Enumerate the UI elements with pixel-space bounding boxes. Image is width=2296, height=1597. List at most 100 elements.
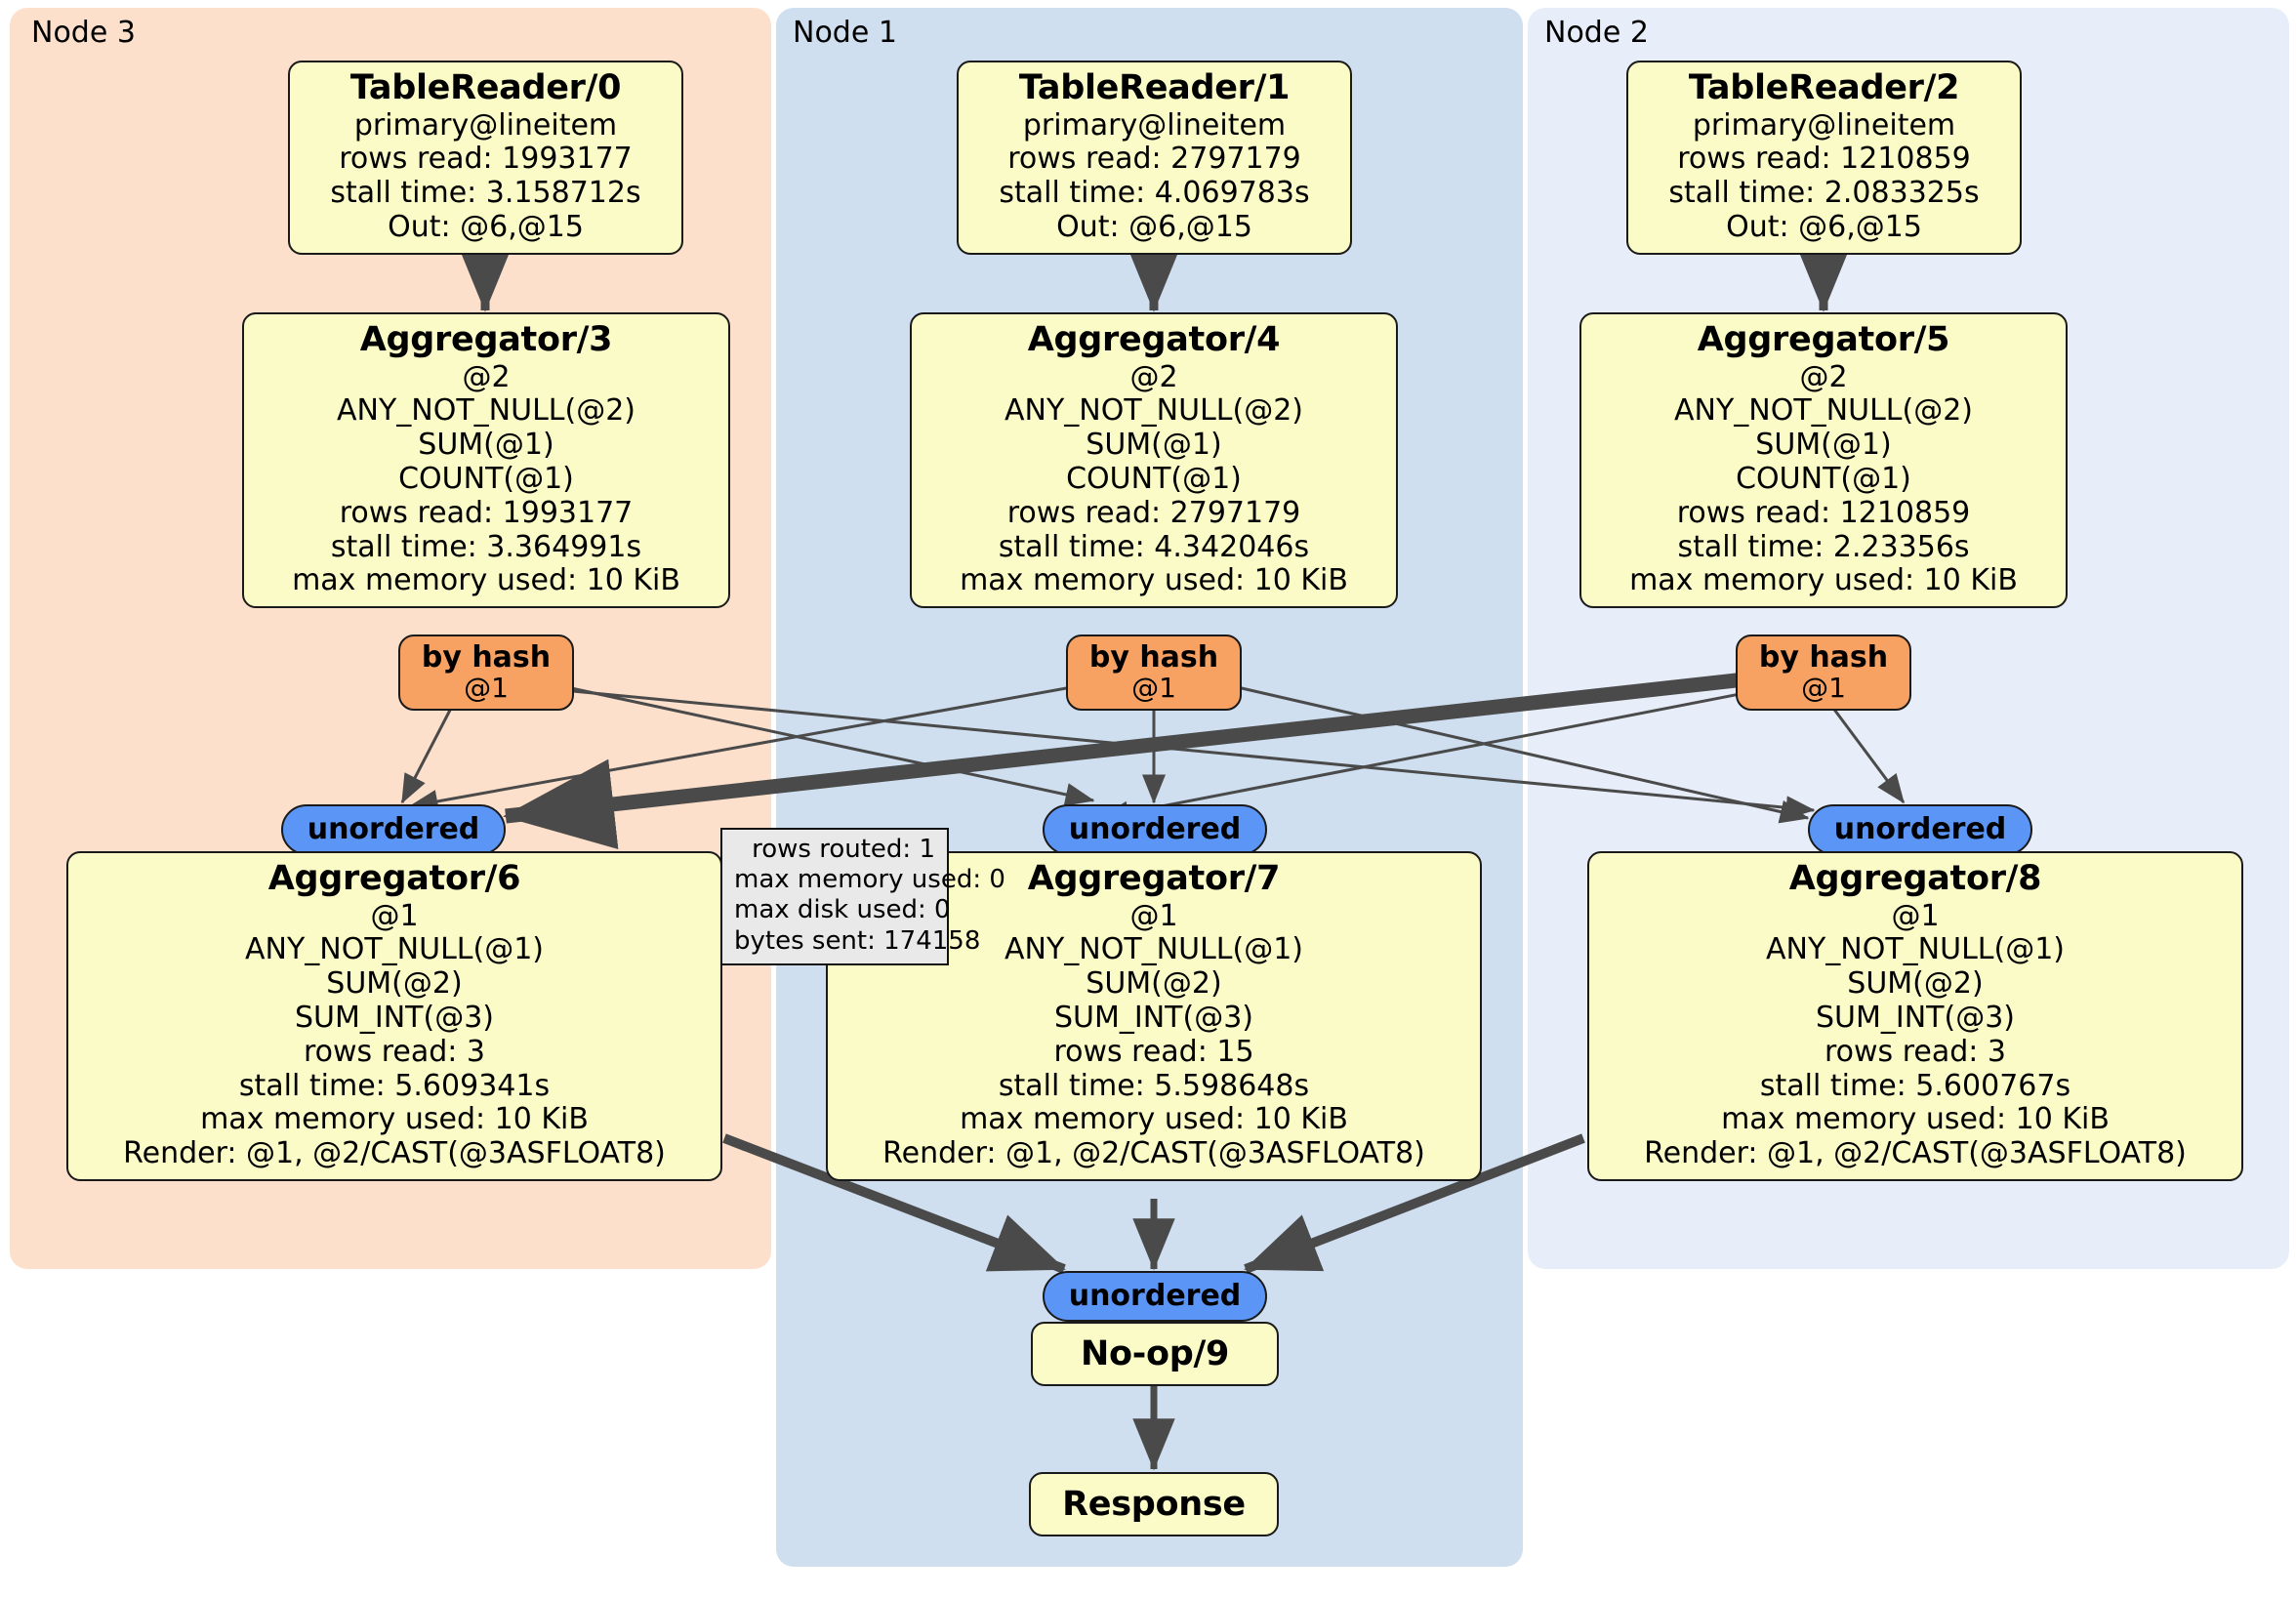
processor-detail: SUM_INT(@3) [1054,1000,1253,1035]
processor-detail: max memory used: 10 KiB [292,563,680,598]
processor-noop-9[interactable]: No-op/9 [1031,1322,1279,1386]
processor-detail: SUM(@2) [326,966,463,1002]
processor-detail: stall time: 3.158712s [330,176,641,211]
processor-detail: Out: @6,@15 [1056,209,1252,244]
processor-detail: COUNT(@1) [398,461,574,496]
stream-unordered-final[interactable]: unordered [1043,1271,1267,1322]
processor-detail: stall time: 2.23356s [1677,529,1970,564]
processor-detail: @2 [1799,359,1848,394]
stream-label: unordered [307,811,480,846]
processor-detail: COUNT(@1) [1066,461,1242,496]
processor-detail: @1 [1891,898,1940,933]
processor-detail: ANY_NOT_NULL(@1) [1004,932,1303,967]
processor-title: No-op/9 [1081,1333,1229,1373]
processor-title: TableReader/0 [349,68,622,107]
processor-detail: SUM(@1) [1755,428,1892,463]
processor-aggregator-8[interactable]: Aggregator/8 @1 ANY_NOT_NULL(@1) SUM(@2)… [1587,851,2243,1181]
processor-detail: ANY_NOT_NULL(@2) [337,393,636,429]
processor-detail: Out: @6,@15 [1726,209,1922,244]
processor-detail: max memory used: 10 KiB [960,563,1348,598]
processor-detail: rows read: 3 [1824,1034,2007,1069]
stream-unordered-left[interactable]: unordered [281,804,506,855]
processor-detail: ANY_NOT_NULL(@1) [1766,932,2065,967]
processor-title: Aggregator/4 [1027,320,1281,359]
router-by-hash-right[interactable]: by hash @1 [1736,635,1911,711]
processor-detail: primary@lineitem [353,107,618,143]
processor-detail: stall time: 2.083325s [1668,176,1980,211]
router-by-hash-mid[interactable]: by hash @1 [1066,635,1242,711]
panel-node3-label: Node 3 [31,16,136,50]
router-column-label: @1 [1131,672,1176,705]
stats-line: max memory used: 0 [734,865,1005,895]
panel-node2-label: Node 2 [1544,16,1649,50]
processor-detail: ANY_NOT_NULL(@2) [1674,393,1973,429]
processor-detail: @2 [462,359,511,394]
processor-detail: SUM(@2) [1847,966,1984,1002]
processor-detail: @1 [370,898,419,933]
processor-detail: SUM(@1) [1086,428,1222,463]
processor-detail: stall time: 4.069783s [999,176,1310,211]
processor-detail: rows read: 2797179 [1007,142,1301,177]
processor-title: Aggregator/7 [1027,859,1281,898]
processor-detail: stall time: 4.342046s [998,529,1310,564]
processor-detail: @2 [1129,359,1178,394]
processor-title: TableReader/1 [1018,68,1291,107]
stream-label: unordered [1833,811,2007,846]
processor-title: Aggregator/5 [1697,320,1950,359]
processor-title: Aggregator/3 [359,320,613,359]
processor-aggregator-5[interactable]: Aggregator/5 @2 ANY_NOT_NULL(@2) SUM(@1)… [1579,312,2068,609]
stats-line: max disk used: 0 [734,895,951,925]
processor-detail: ANY_NOT_NULL(@2) [1004,393,1303,429]
stream-unordered-mid[interactable]: unordered [1043,804,1267,855]
processor-aggregator-6[interactable]: Aggregator/6 @1 ANY_NOT_NULL(@1) SUM(@2)… [66,851,722,1181]
processor-title: TableReader/2 [1688,68,1960,107]
processor-aggregator-3[interactable]: Aggregator/3 @2 ANY_NOT_NULL(@2) SUM(@1)… [242,312,730,609]
processor-detail: stall time: 3.364991s [330,529,642,564]
processor-detail: stall time: 5.598648s [998,1068,1310,1103]
processor-tablereader-0[interactable]: TableReader/0 primary@lineitem rows read… [288,61,683,255]
stream-label: unordered [1068,1278,1242,1313]
processor-detail: SUM(@2) [1086,966,1222,1002]
processor-tablereader-2[interactable]: TableReader/2 primary@lineitem rows read… [1626,61,2022,255]
processor-detail: primary@lineitem [1022,107,1287,143]
processor-detail: Render: @1, @2/CAST(@3ASFLOAT8) [1644,1136,2187,1171]
processor-detail: max memory used: 10 KiB [960,1102,1348,1137]
processor-detail: rows read: 15 [1053,1034,1254,1069]
processor-detail: Render: @1, @2/CAST(@3ASFLOAT8) [882,1136,1425,1171]
processor-detail: max memory used: 10 KiB [1629,563,2018,598]
router-type-label: by hash [1088,639,1219,675]
processor-title: Response [1062,1484,1246,1524]
processor-title: Aggregator/8 [1788,859,2042,898]
panel-node1-label: Node 1 [793,16,897,50]
router-column-label: @1 [464,672,509,705]
processor-detail: stall time: 5.600767s [1759,1068,2071,1103]
processor-detail: max memory used: 10 KiB [1721,1102,2110,1137]
processor-title: Aggregator/6 [267,859,521,898]
processor-detail: SUM(@1) [418,428,554,463]
processor-detail: SUM_INT(@3) [1816,1000,2015,1035]
router-by-hash-left[interactable]: by hash @1 [398,635,574,711]
stream-label: unordered [1068,811,1242,846]
processor-tablereader-1[interactable]: TableReader/1 primary@lineitem rows read… [957,61,1352,255]
processor-detail: max memory used: 10 KiB [200,1102,589,1137]
processor-detail: rows read: 1993177 [339,495,634,530]
stats-line: rows routed: 1 [752,835,935,864]
stats-line: bytes sent: 174158 [734,925,981,956]
processor-detail: rows read: 1210859 [1677,142,1971,177]
processor-detail: primary@lineitem [1692,107,1956,143]
processor-detail: ANY_NOT_NULL(@1) [245,932,544,967]
stream-unordered-right[interactable]: unordered [1808,804,2032,855]
processor-detail: rows read: 3 [303,1034,486,1069]
processor-response[interactable]: Response [1029,1472,1279,1536]
stream-stats-tooltip: rows routed: 1 max memory used: 0 max di… [720,828,1005,965]
processor-detail: rows read: 1993177 [339,142,633,177]
router-column-label: @1 [1801,672,1846,705]
processor-detail: rows read: 1210859 [1676,495,1971,530]
router-type-label: by hash [1758,639,1889,675]
processor-aggregator-4[interactable]: Aggregator/4 @2 ANY_NOT_NULL(@2) SUM(@1)… [910,312,1398,609]
processor-detail: rows read: 2797179 [1006,495,1301,530]
processor-detail: COUNT(@1) [1736,461,1911,496]
processor-detail: Out: @6,@15 [388,209,584,244]
processor-detail: Render: @1, @2/CAST(@3ASFLOAT8) [123,1136,666,1171]
